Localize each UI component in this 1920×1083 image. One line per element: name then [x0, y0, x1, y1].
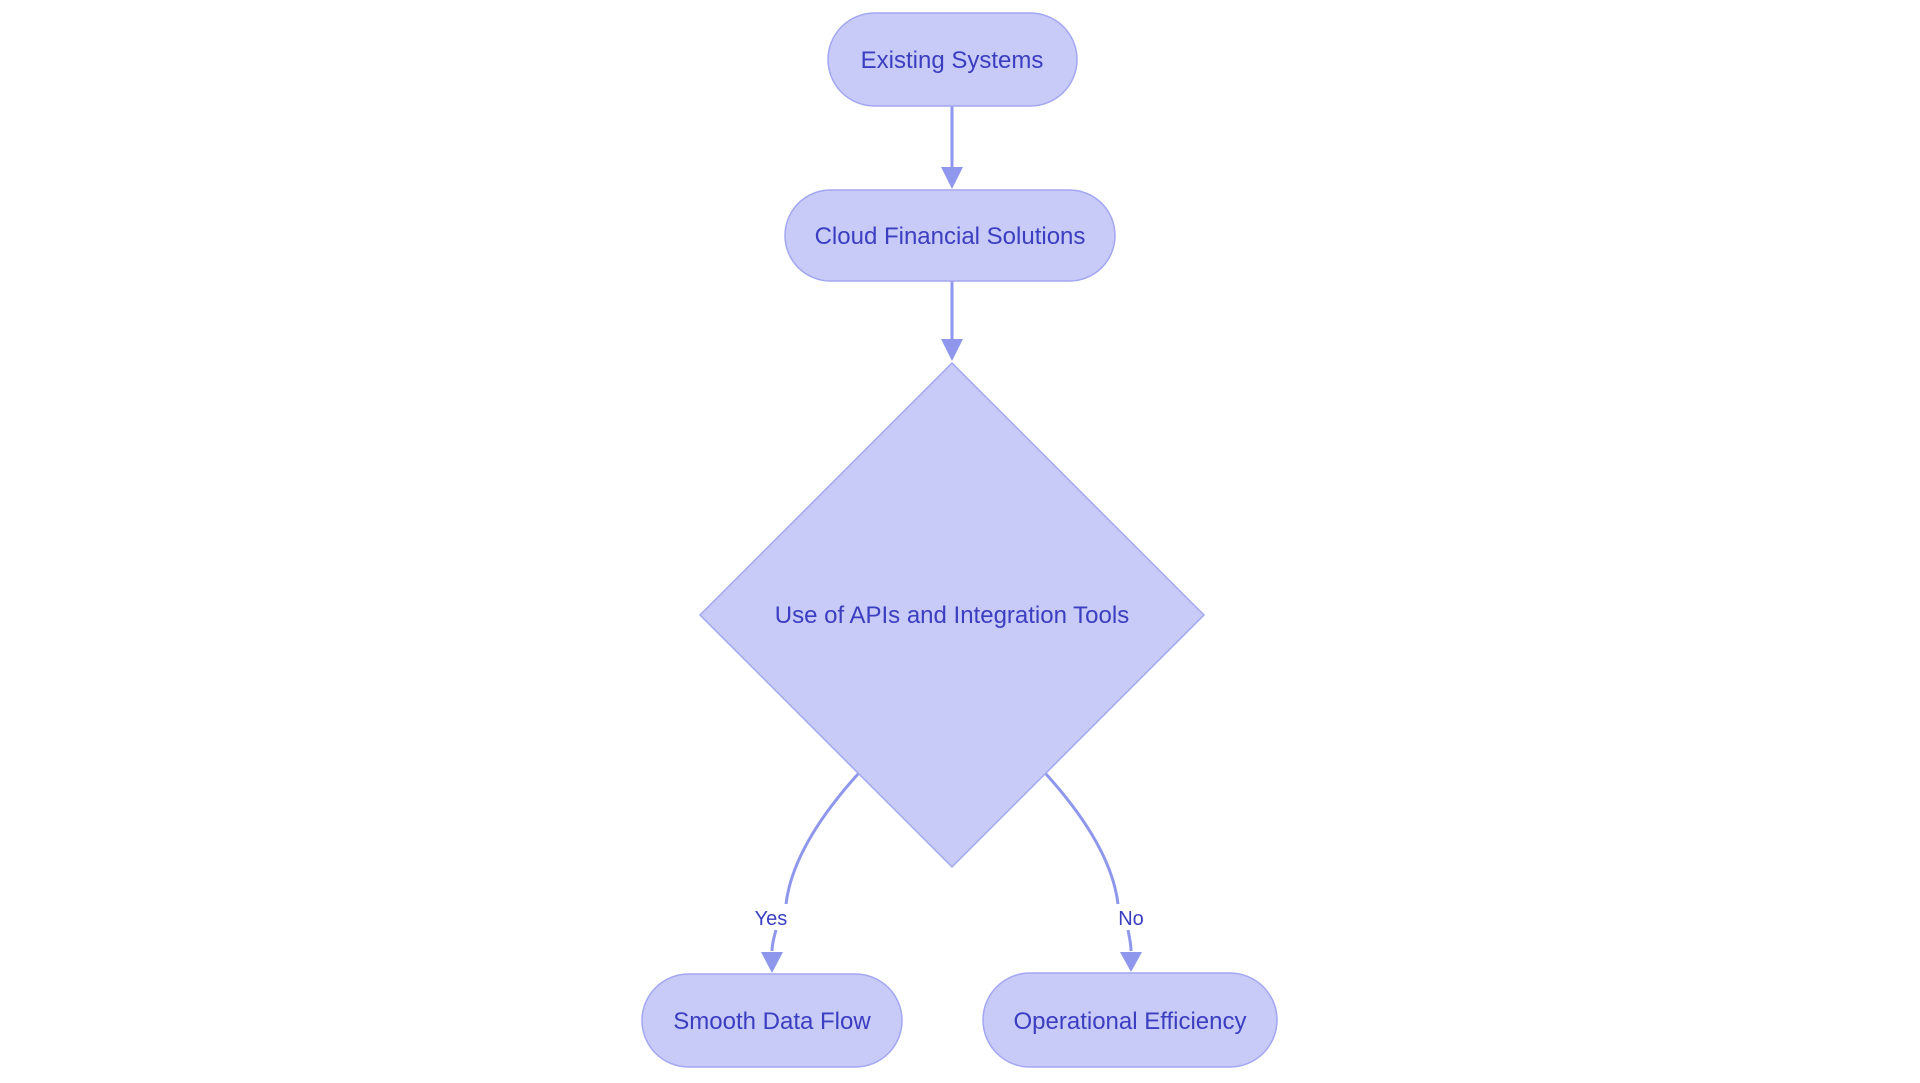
- node-cloud-financial-solutions-label: Cloud Financial Solutions: [815, 223, 1086, 250]
- node-smooth-data-flow-shape: [641, 973, 903, 1068]
- node-existing-systems: Existing Systems: [827, 12, 1078, 107]
- node-smooth-data-flow: Smooth Data Flow: [641, 973, 903, 1068]
- edge-label-no: No: [1118, 908, 1144, 930]
- edge-line: [1126, 929, 1133, 952]
- node-cloud-financial-solutions: Cloud Financial Solutions: [784, 189, 1116, 282]
- edge-existing-to-cloud: [941, 106, 963, 189]
- node-smooth-data-flow-label: Smooth Data Flow: [673, 1008, 871, 1035]
- node-operational-efficiency-label: Operational Efficiency: [1013, 1008, 1246, 1035]
- arrowhead-down-icon: [941, 167, 963, 189]
- arrowhead-down-icon: [761, 952, 783, 973]
- node-cloud-financial-solutions-shape: [784, 189, 1116, 282]
- edge-decision-yes: [761, 772, 860, 973]
- arrowhead-down-icon: [1120, 952, 1142, 972]
- edge-decision-no: [1044, 772, 1142, 972]
- edge-line: [1044, 772, 1120, 905]
- edge-line: [784, 772, 860, 905]
- node-operational-efficiency-shape: [982, 972, 1278, 1068]
- node-api-integration-decision-label: Use of APIs and Integration Tools: [775, 602, 1129, 629]
- node-existing-systems-label: Existing Systems: [861, 47, 1044, 74]
- edge-line: [770, 929, 778, 952]
- node-api-integration-decision-shape: [698, 361, 1206, 869]
- edge-cloud-to-decision: [941, 281, 963, 361]
- node-operational-efficiency: Operational Efficiency: [982, 972, 1278, 1068]
- node-existing-systems-shape: [827, 12, 1078, 107]
- arrowhead-down-icon: [941, 339, 963, 361]
- node-api-integration-decision: Use of APIs and Integration Tools: [698, 361, 1206, 869]
- edge-label-yes: Yes: [755, 908, 788, 930]
